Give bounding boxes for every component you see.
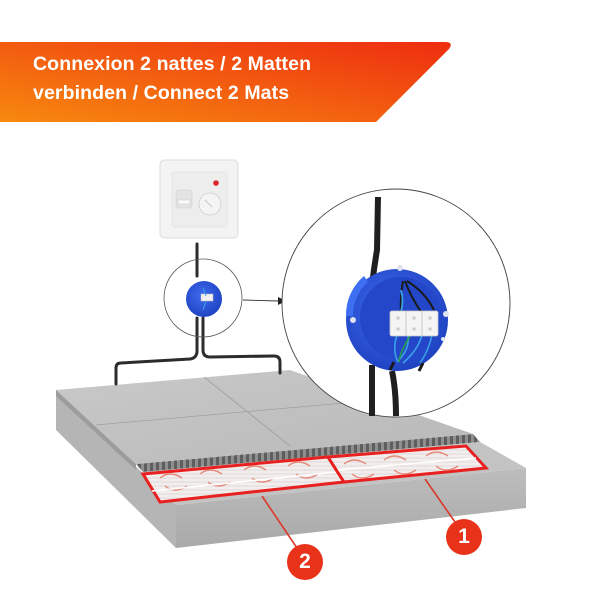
small-callout-circle [163,258,243,338]
junction-box-small [186,281,222,317]
leader-line-2 [261,495,298,549]
magnifier-callout [281,188,511,418]
leader-line-1 [424,478,456,523]
thermostat-icon [159,159,239,239]
banner-title-line-2: verbinden / Connect 2 Mats [33,82,290,104]
cold-lead-cables [114,242,282,386]
heating-mat-1 [325,444,490,484]
terminal-block [389,310,439,337]
title-banner: Connexion 2 nattes / 2 Matten verbinden … [0,38,455,122]
mat-badge-2: 2 [287,544,323,580]
mat-badge-1: 1 [446,519,482,555]
banner-title-line-1: Connexion 2 nattes / 2 Matten [33,53,312,75]
